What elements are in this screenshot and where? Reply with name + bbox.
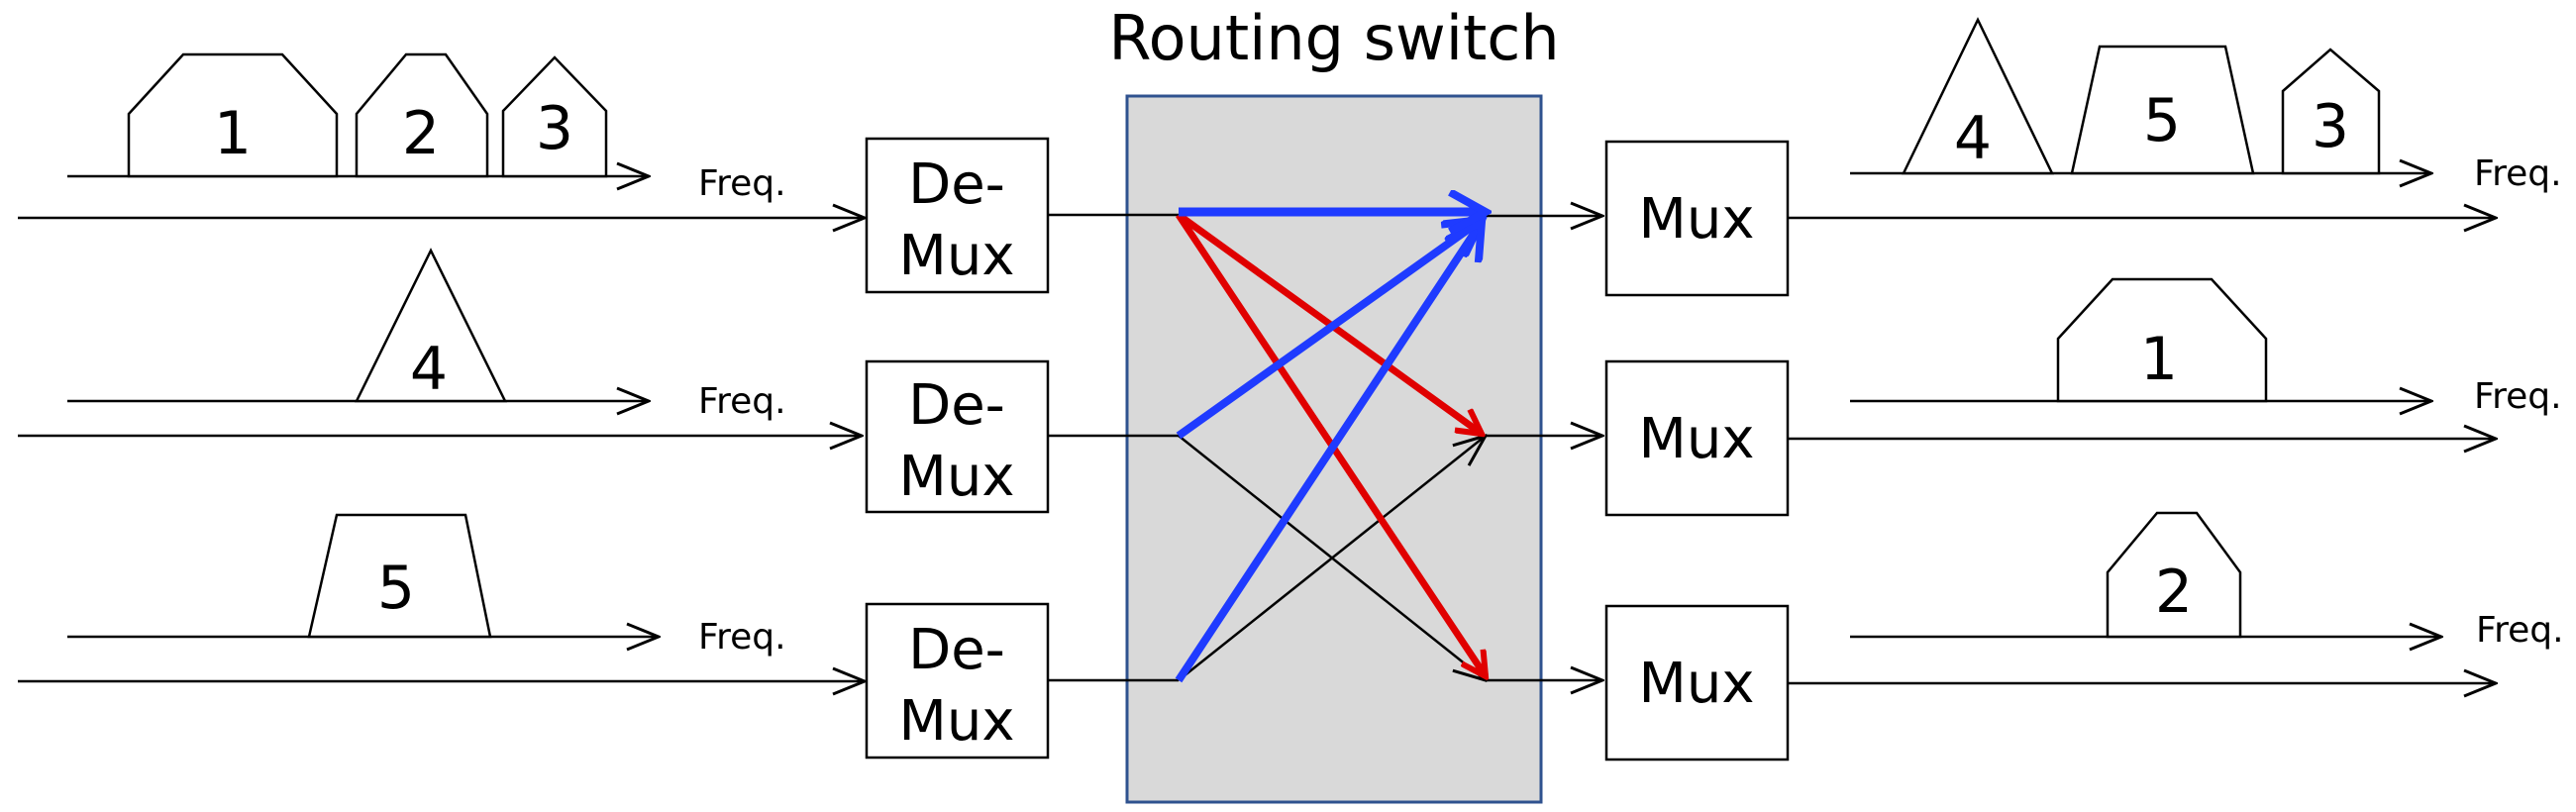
route-3-to-2 bbox=[1178, 436, 1486, 681]
svg-text:Mux: Mux bbox=[899, 445, 1015, 509]
input-spectrum-3: 5 Freq. bbox=[67, 513, 786, 658]
demux-1: De- Mux bbox=[865, 137, 1050, 294]
channel-label: 1 bbox=[2140, 325, 2178, 394]
freq-label: Freq. bbox=[698, 381, 786, 422]
channel-2-shape bbox=[355, 52, 489, 178]
channel-2-shape bbox=[2106, 511, 2242, 639]
channel-label: 4 bbox=[1954, 104, 1992, 173]
channel-1-shape bbox=[127, 52, 339, 178]
freq-label: Freq. bbox=[2474, 153, 2562, 194]
channel-label: 4 bbox=[410, 335, 448, 404]
route-2-to-1 bbox=[1176, 220, 1482, 440]
freq-label: Freq. bbox=[698, 163, 786, 204]
mux-1: Mux bbox=[1604, 140, 1790, 297]
channel-label: 2 bbox=[402, 99, 440, 168]
channel-label: 1 bbox=[214, 99, 252, 168]
mux-3: Mux bbox=[1604, 604, 1790, 761]
channel-5-shape bbox=[307, 513, 492, 639]
svg-text:Mux: Mux bbox=[1639, 652, 1755, 716]
input-spectrum-1: 1 2 3 Freq. bbox=[67, 52, 786, 204]
route-3-to-1 bbox=[1175, 222, 1482, 683]
channel-5-shape bbox=[2070, 45, 2255, 175]
freq-label: Freq. bbox=[698, 617, 786, 658]
channel-1-shape bbox=[2056, 277, 2268, 403]
output-spectrum-1: 4 5 3 Freq. bbox=[1850, 17, 2562, 194]
demux-2: De- Mux bbox=[865, 359, 1050, 514]
routing-switch-title: Routing switch bbox=[1108, 2, 1559, 74]
channel-3-shape bbox=[2281, 48, 2381, 175]
output-spectrum-3: 2 Freq. bbox=[1850, 511, 2564, 651]
svg-text:Mux: Mux bbox=[1639, 407, 1755, 471]
channel-label: 5 bbox=[377, 554, 415, 623]
svg-text:Mux: Mux bbox=[899, 224, 1015, 288]
mux-2: Mux bbox=[1604, 359, 1790, 517]
svg-text:De-: De- bbox=[908, 373, 1005, 438]
channel-label: 3 bbox=[2312, 92, 2349, 161]
channel-4-shape bbox=[354, 248, 508, 403]
svg-text:Mux: Mux bbox=[1639, 187, 1755, 252]
channel-label: 5 bbox=[2143, 86, 2181, 155]
input-spectrum-2: 4 Freq. bbox=[67, 248, 786, 422]
svg-text:De-: De- bbox=[908, 618, 1005, 682]
svg-text:Mux: Mux bbox=[899, 689, 1015, 754]
freq-label: Freq. bbox=[2474, 376, 2562, 417]
channel-3-shape bbox=[501, 55, 608, 178]
output-spectrum-2: 1 Freq. bbox=[1850, 277, 2562, 417]
svg-text:De-: De- bbox=[908, 152, 1005, 217]
channel-4-shape bbox=[1902, 17, 2054, 175]
channel-label: 2 bbox=[2155, 558, 2193, 627]
demux-3: De- Mux bbox=[865, 602, 1050, 760]
channel-label: 3 bbox=[536, 94, 573, 163]
freq-label: Freq. bbox=[2476, 610, 2564, 651]
